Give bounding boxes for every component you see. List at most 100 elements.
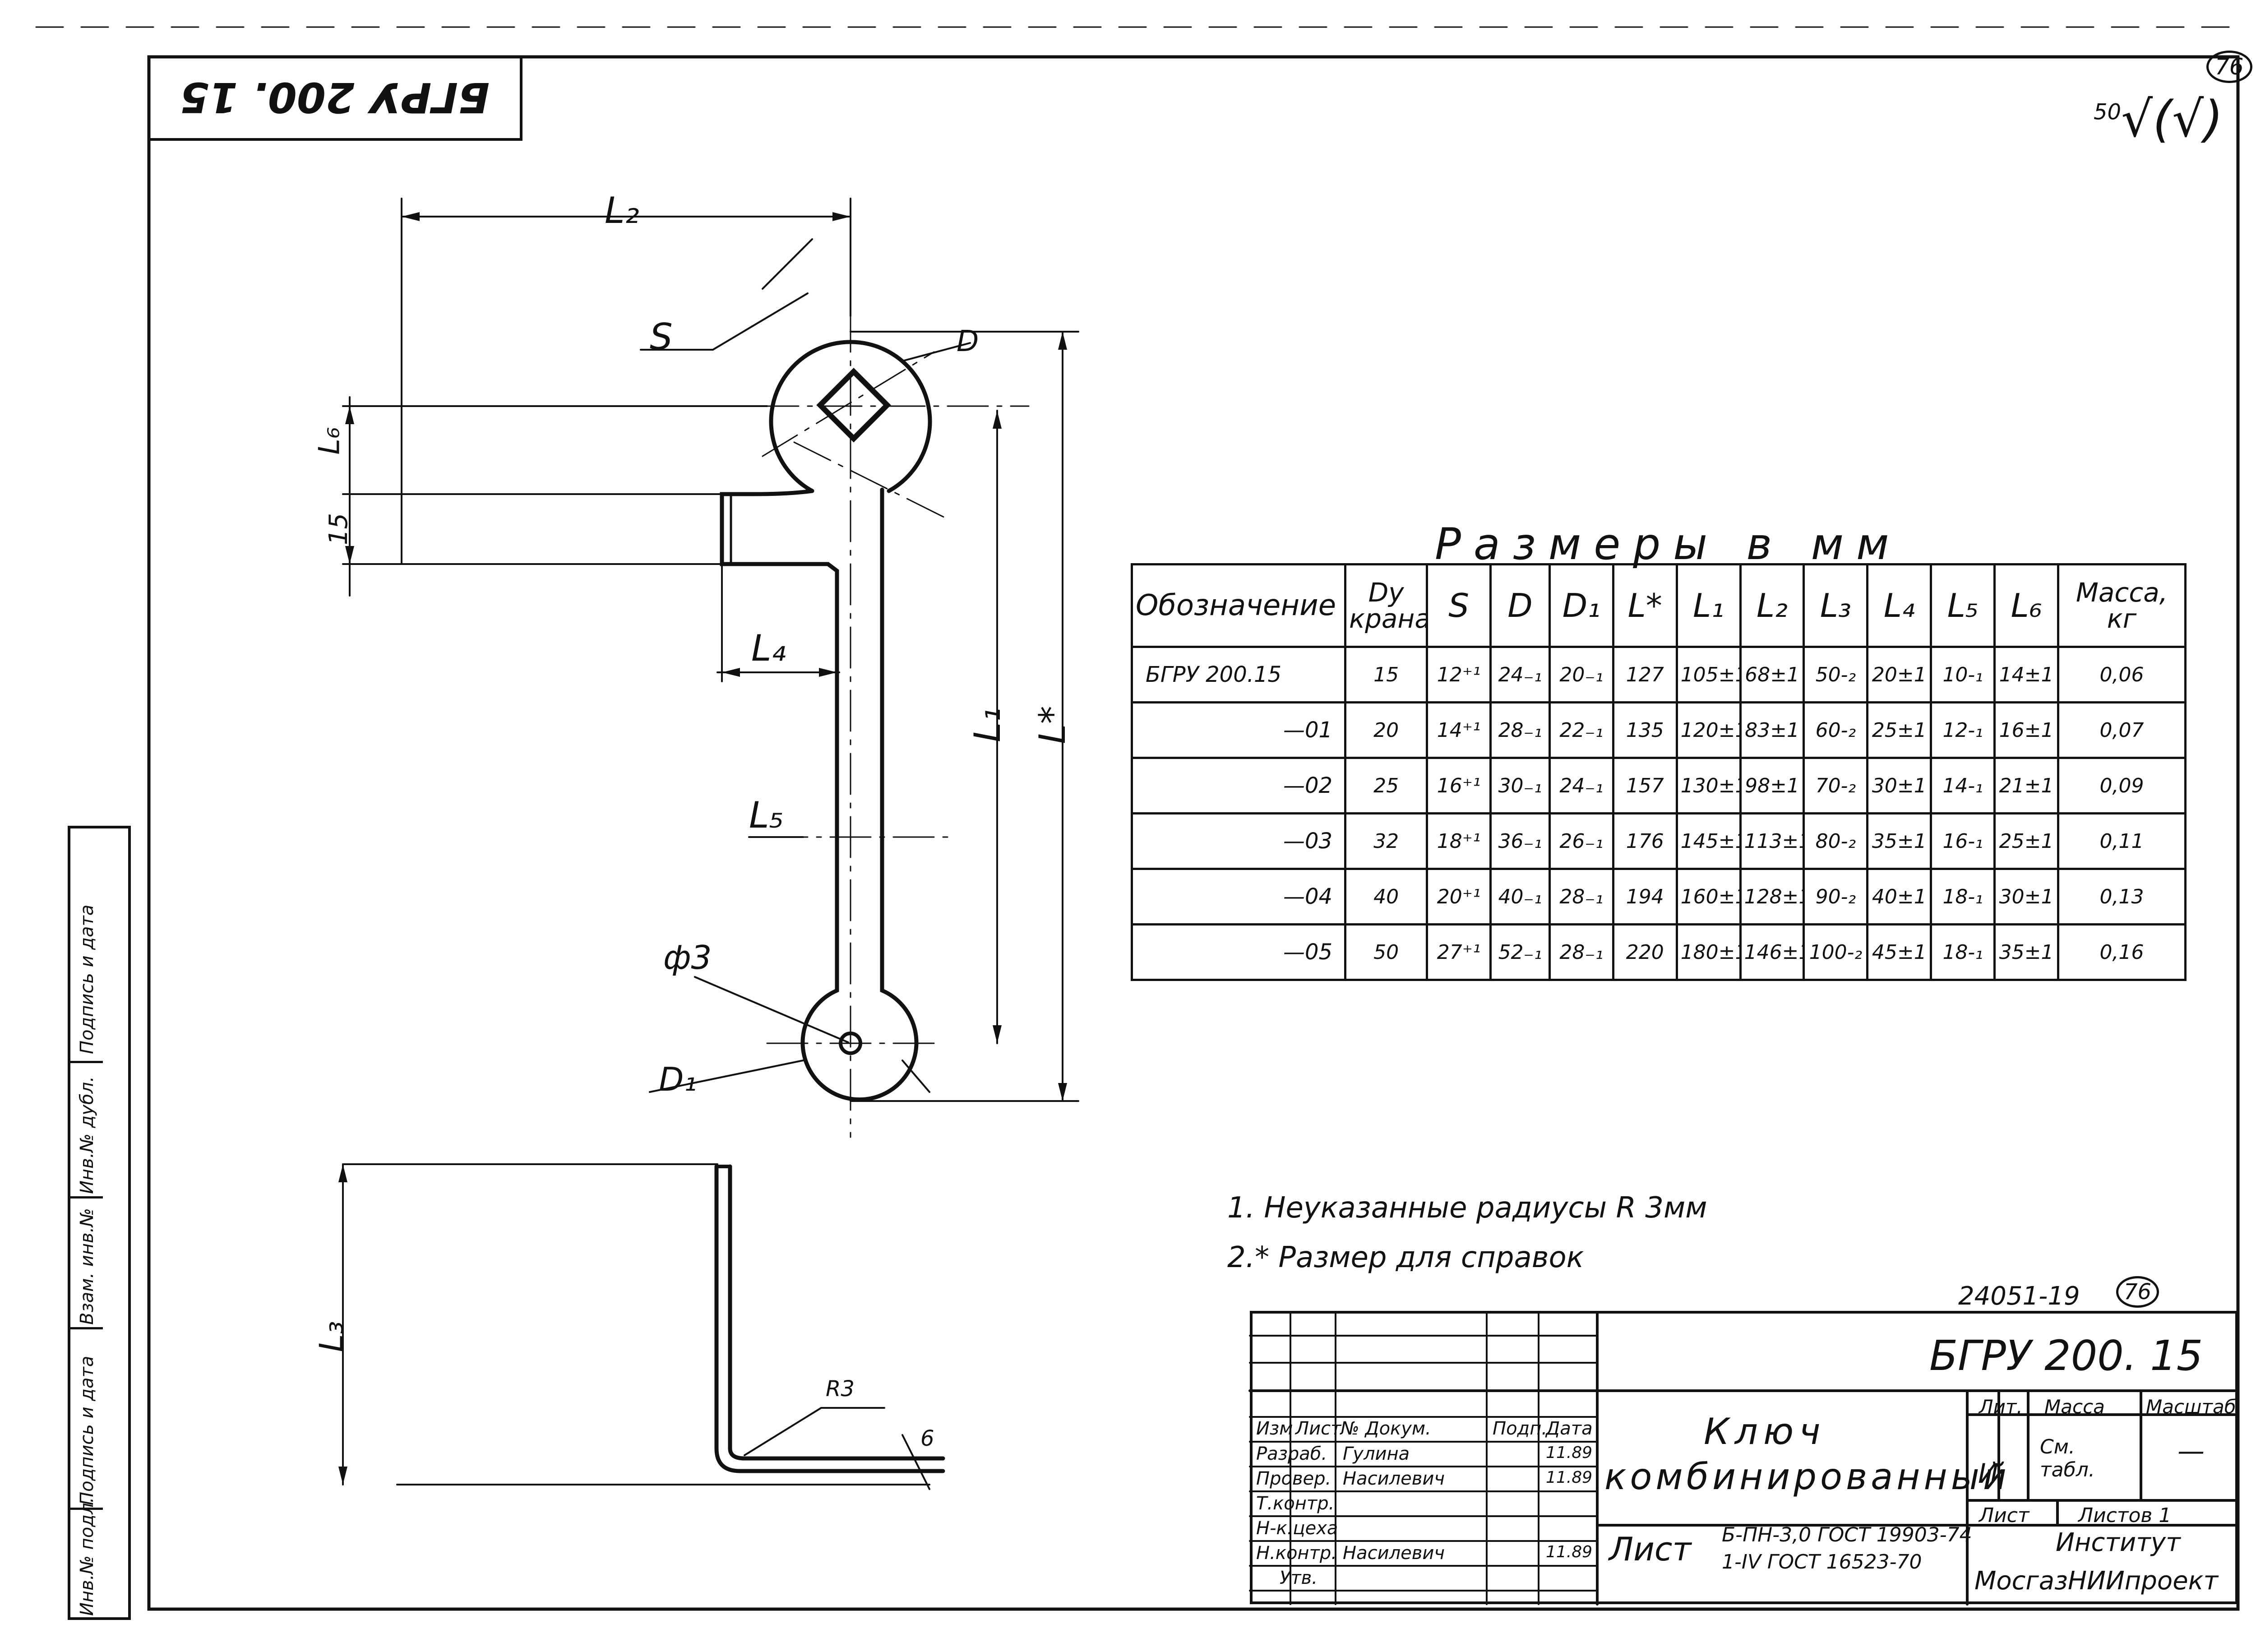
col-header-doc: № Докум. <box>1341 1418 1431 1439</box>
table-cell: 52₋₁ <box>1489 923 1551 981</box>
header-cell: L₅ <box>1930 563 1996 648</box>
scale-value: — <box>2177 1435 2205 1467</box>
table-cell: 25±1 <box>1866 701 1932 759</box>
table-cell: 146±1 <box>1739 923 1805 981</box>
table-row: —033218⁺¹36₋₁26₋₁176145±1113±180-₂35±116… <box>1130 812 2187 870</box>
mass-label: Масса <box>2044 1396 2105 1418</box>
header-cell: L₄ <box>1866 563 1932 648</box>
table-cell: 50-₂ <box>1803 646 1869 703</box>
table-row: —055027⁺¹52₋₁28₋₁220180±1146±1100-₂45±11… <box>1130 923 2187 981</box>
label-L4: L₄ <box>751 627 786 669</box>
inventory-circle: 76 <box>2116 1276 2159 1308</box>
table-cell: 21±1 <box>1993 757 2060 814</box>
label-D: D <box>957 325 979 358</box>
table-cell: 26₋₁ <box>1548 812 1614 870</box>
standards-line-2: 1-IV ГОСТ 16523-70 <box>1722 1550 1922 1573</box>
table-cell: 157 <box>1612 757 1678 814</box>
table-cell: 90-₂ <box>1803 868 1869 925</box>
table-cell: 25 <box>1344 757 1428 814</box>
table-header-row: Обозначение Dy крана S D D₁ L* L₁ L₂ L₃ … <box>1130 563 2187 648</box>
side-label: Инв.№ дубл. <box>77 1076 97 1194</box>
title-block: БГРУ 200. 15 Ключ комбинированный Изм Ли… <box>1250 1311 2238 1604</box>
table-cell: 18-₁ <box>1930 868 1996 925</box>
side-label: Подпись и дата <box>77 904 97 1054</box>
table-cell: 20±1 <box>1866 646 1932 703</box>
table-cell: 0,07 <box>2057 701 2187 759</box>
table-cell: 0,13 <box>2057 868 2187 925</box>
table-cell: 18-₁ <box>1930 923 1996 981</box>
table-cell: 28₋₁ <box>1548 923 1614 981</box>
side-label: Подпись и дата <box>77 1356 97 1505</box>
table-cell: 27⁺¹ <box>1426 923 1492 981</box>
label-L1: L₁ <box>966 708 1008 742</box>
table-cell-designation: —04 <box>1130 868 1347 925</box>
title-designation: БГРУ 200. 15 <box>1929 1332 2203 1380</box>
table-cell: 28₋₁ <box>1489 701 1551 759</box>
table-cell: 180±1 <box>1675 923 1742 981</box>
scale-label: Масштаб <box>2146 1396 2236 1418</box>
inventory-number: 24051-19 <box>1958 1282 2080 1311</box>
table-cell: 176 <box>1612 812 1678 870</box>
table-cell: 160±1 <box>1675 868 1742 925</box>
table-cell: 220 <box>1612 923 1678 981</box>
table-cell: 16±1 <box>1993 701 2060 759</box>
table-cell: 83±1 <box>1739 701 1805 759</box>
label-6: 6 <box>920 1426 934 1451</box>
table-cell: 30±1 <box>1866 757 1932 814</box>
table-cell: 20 <box>1344 701 1428 759</box>
table-row: —012014⁺¹28₋₁22₋₁135120±183±160-₂25±112-… <box>1130 701 2187 759</box>
square-socket <box>816 367 891 443</box>
header-cell: L₂ <box>1739 563 1805 648</box>
side-cell: Подпись и дата <box>70 828 103 1063</box>
side-cell: Инв.№ подл. <box>70 1497 103 1618</box>
table-cell: 14±1 <box>1993 646 2060 703</box>
table-cell: 120±1 <box>1675 701 1742 759</box>
label-Lstar: L* <box>1031 706 1073 744</box>
role-approver: Утв. <box>1280 1568 1318 1588</box>
role-checker: Провер. <box>1256 1468 1331 1489</box>
table-cell: 24₋₁ <box>1489 646 1551 703</box>
label-L5: L₅ <box>749 794 784 836</box>
table-row: —044020⁺¹40₋₁28₋₁194160±1128±190-₂40±118… <box>1130 868 2187 925</box>
table-cell: 105±1 <box>1675 646 1742 703</box>
label-S: S <box>650 316 673 358</box>
table-cell: 98±1 <box>1739 757 1805 814</box>
org-line-1: Институт <box>2056 1528 2181 1557</box>
header-cell: S <box>1426 563 1492 648</box>
table-cell: 14⁺¹ <box>1426 701 1492 759</box>
role-norm-control: Н.контр. <box>1256 1543 1337 1564</box>
table-cell: 80-₂ <box>1803 812 1869 870</box>
table-cell: 45±1 <box>1866 923 1932 981</box>
role-shop-head: Н-к.цеха <box>1256 1518 1338 1539</box>
label-D1: D₁ <box>659 1060 697 1098</box>
table-cell: 32 <box>1344 812 1428 870</box>
designation-stamp-top: БГРУ 200. 15 <box>150 57 522 141</box>
note-1: 1. Неуказанные радиусы R 3мм <box>1227 1191 1707 1225</box>
header-cell: L₁ <box>1675 563 1742 648</box>
table-cell-designation: —03 <box>1130 812 1347 870</box>
sheets-label: Листов 1 <box>2078 1504 2172 1527</box>
dimensions-table: Обозначение Dy крана S D D₁ L* L₁ L₂ L₃ … <box>1130 563 2187 981</box>
header-cell: Масса, кг <box>2057 563 2187 648</box>
table-cell: 36₋₁ <box>1489 812 1551 870</box>
side-label: Взам. инв.№ <box>77 1208 97 1325</box>
note-2: 2.* Размер для справок <box>1227 1241 1584 1274</box>
roughness-icon: √(√) <box>2121 90 2224 148</box>
label-L3: L₃ <box>312 1321 351 1352</box>
table-cell: 127 <box>1612 646 1678 703</box>
table-cell: 25±1 <box>1993 812 2060 870</box>
sheet-number: 76 <box>2206 51 2252 83</box>
title-name-1: Ключ <box>1704 1411 1826 1453</box>
table-cell: 60-₂ <box>1803 701 1869 759</box>
table-cell: 10-₁ <box>1930 646 1996 703</box>
header-cell: L₃ <box>1803 563 1869 648</box>
table-cell: 22₋₁ <box>1548 701 1614 759</box>
table-cell: 24₋₁ <box>1548 757 1614 814</box>
side-stamp: Подпись и дата Инв.№ дубл. Взам. инв.№ П… <box>68 826 131 1620</box>
table-cell: 20₋₁ <box>1548 646 1614 703</box>
table-cell: 68±1 <box>1739 646 1805 703</box>
sheet-frame <box>147 55 2240 1611</box>
table-cell: 194 <box>1612 868 1678 925</box>
lit-label: Лит. <box>1979 1396 2023 1418</box>
side-cell: Подпись и дата <box>70 1329 103 1510</box>
